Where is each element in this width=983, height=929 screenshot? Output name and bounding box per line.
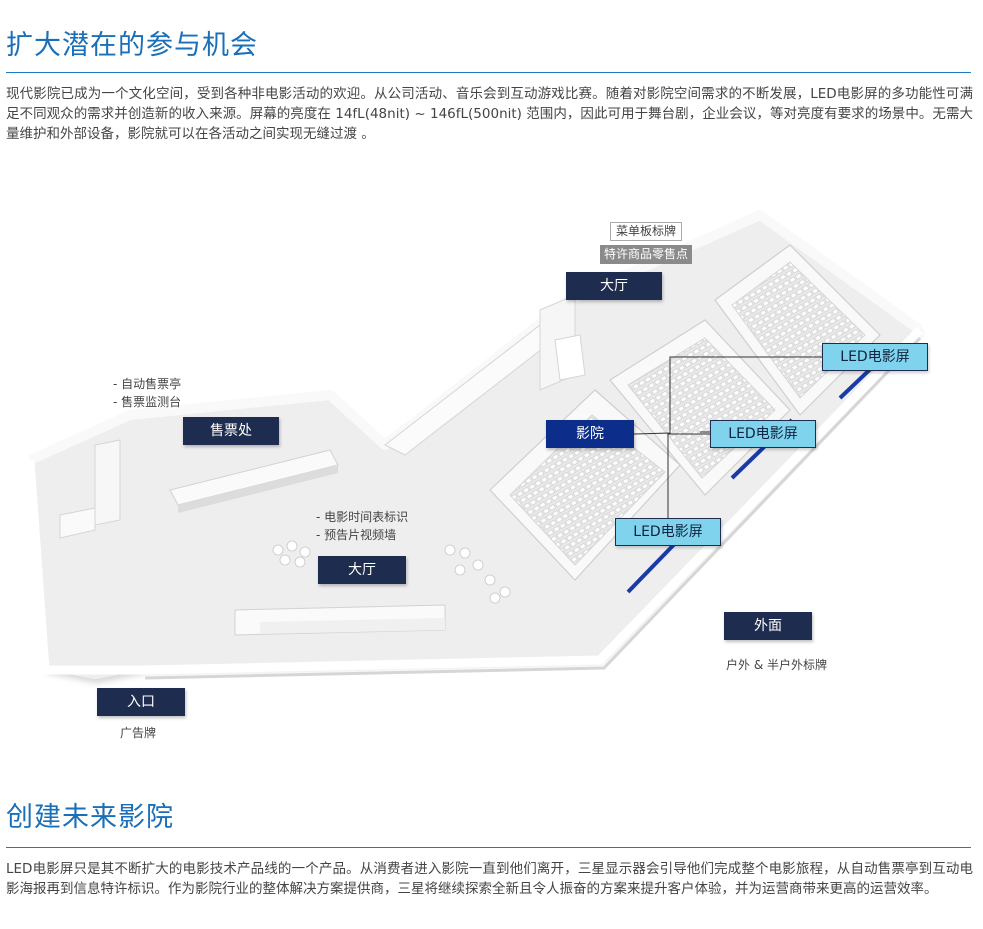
lobby-kiosk	[554, 334, 586, 381]
section-paragraph: 现代影院已成为一个文化空间，受到各种非电影活动的欢迎。从公司活动、音乐会到互动游…	[6, 86, 973, 142]
section-title-expand-engagement: 扩大潜在的参与机会	[6, 30, 258, 61]
cinema-floor-plan: 菜单板标牌 特许商品零售点 大厅 - 自动售票亭 - 售票监测台 售票处 影院 …	[0, 160, 983, 760]
title-divider	[6, 72, 971, 73]
lobby-center-tag: 大厅	[318, 556, 406, 584]
led-screen-tag-3: LED电影屏	[615, 518, 721, 546]
floor-plan-illustration	[25, 210, 924, 681]
outdoor-sign-note: 户外 & 半户外标牌	[726, 658, 827, 672]
ticket-office-tag: 售票处	[183, 417, 279, 445]
showtime-sign-note: - 电影时间表标识	[316, 510, 409, 524]
concession-label: 特许商品零售点	[600, 245, 692, 264]
menu-board-label: 菜单板标牌	[610, 222, 682, 241]
ad-board-note: 广告牌	[120, 726, 157, 740]
cinema-tag: 影院	[546, 420, 634, 448]
section-paragraph-2: LED电影屏只是其不断扩大的电影技术产品线的一个产品。从消费者进入影院一直到他们…	[6, 861, 973, 897]
entry-wall	[59, 507, 96, 539]
led-screen-tag-1: LED电影屏	[822, 343, 928, 371]
outer-wall-front	[25, 326, 924, 675]
lobby-top-tag: 大厅	[566, 272, 662, 300]
entry-pillar	[94, 439, 121, 526]
section-title-future-cinema: 创建未来影院	[6, 802, 174, 833]
trailer-wall-note: - 预告片视频墙	[316, 528, 397, 542]
exterior-tag: 外面	[724, 612, 812, 640]
concession-counter-top	[260, 618, 445, 634]
lobby-tables	[272, 540, 511, 604]
ticket-monitor-note: - 售票监测台	[113, 395, 182, 409]
led-screen-tag-2: LED电影屏	[710, 420, 816, 448]
kiosk-note: - 自动售票亭	[113, 377, 182, 391]
entrance-tag: 入口	[97, 688, 185, 716]
title-divider-2	[6, 847, 971, 848]
wall-shadow	[144, 336, 922, 680]
ticket-counter-side	[178, 465, 338, 513]
